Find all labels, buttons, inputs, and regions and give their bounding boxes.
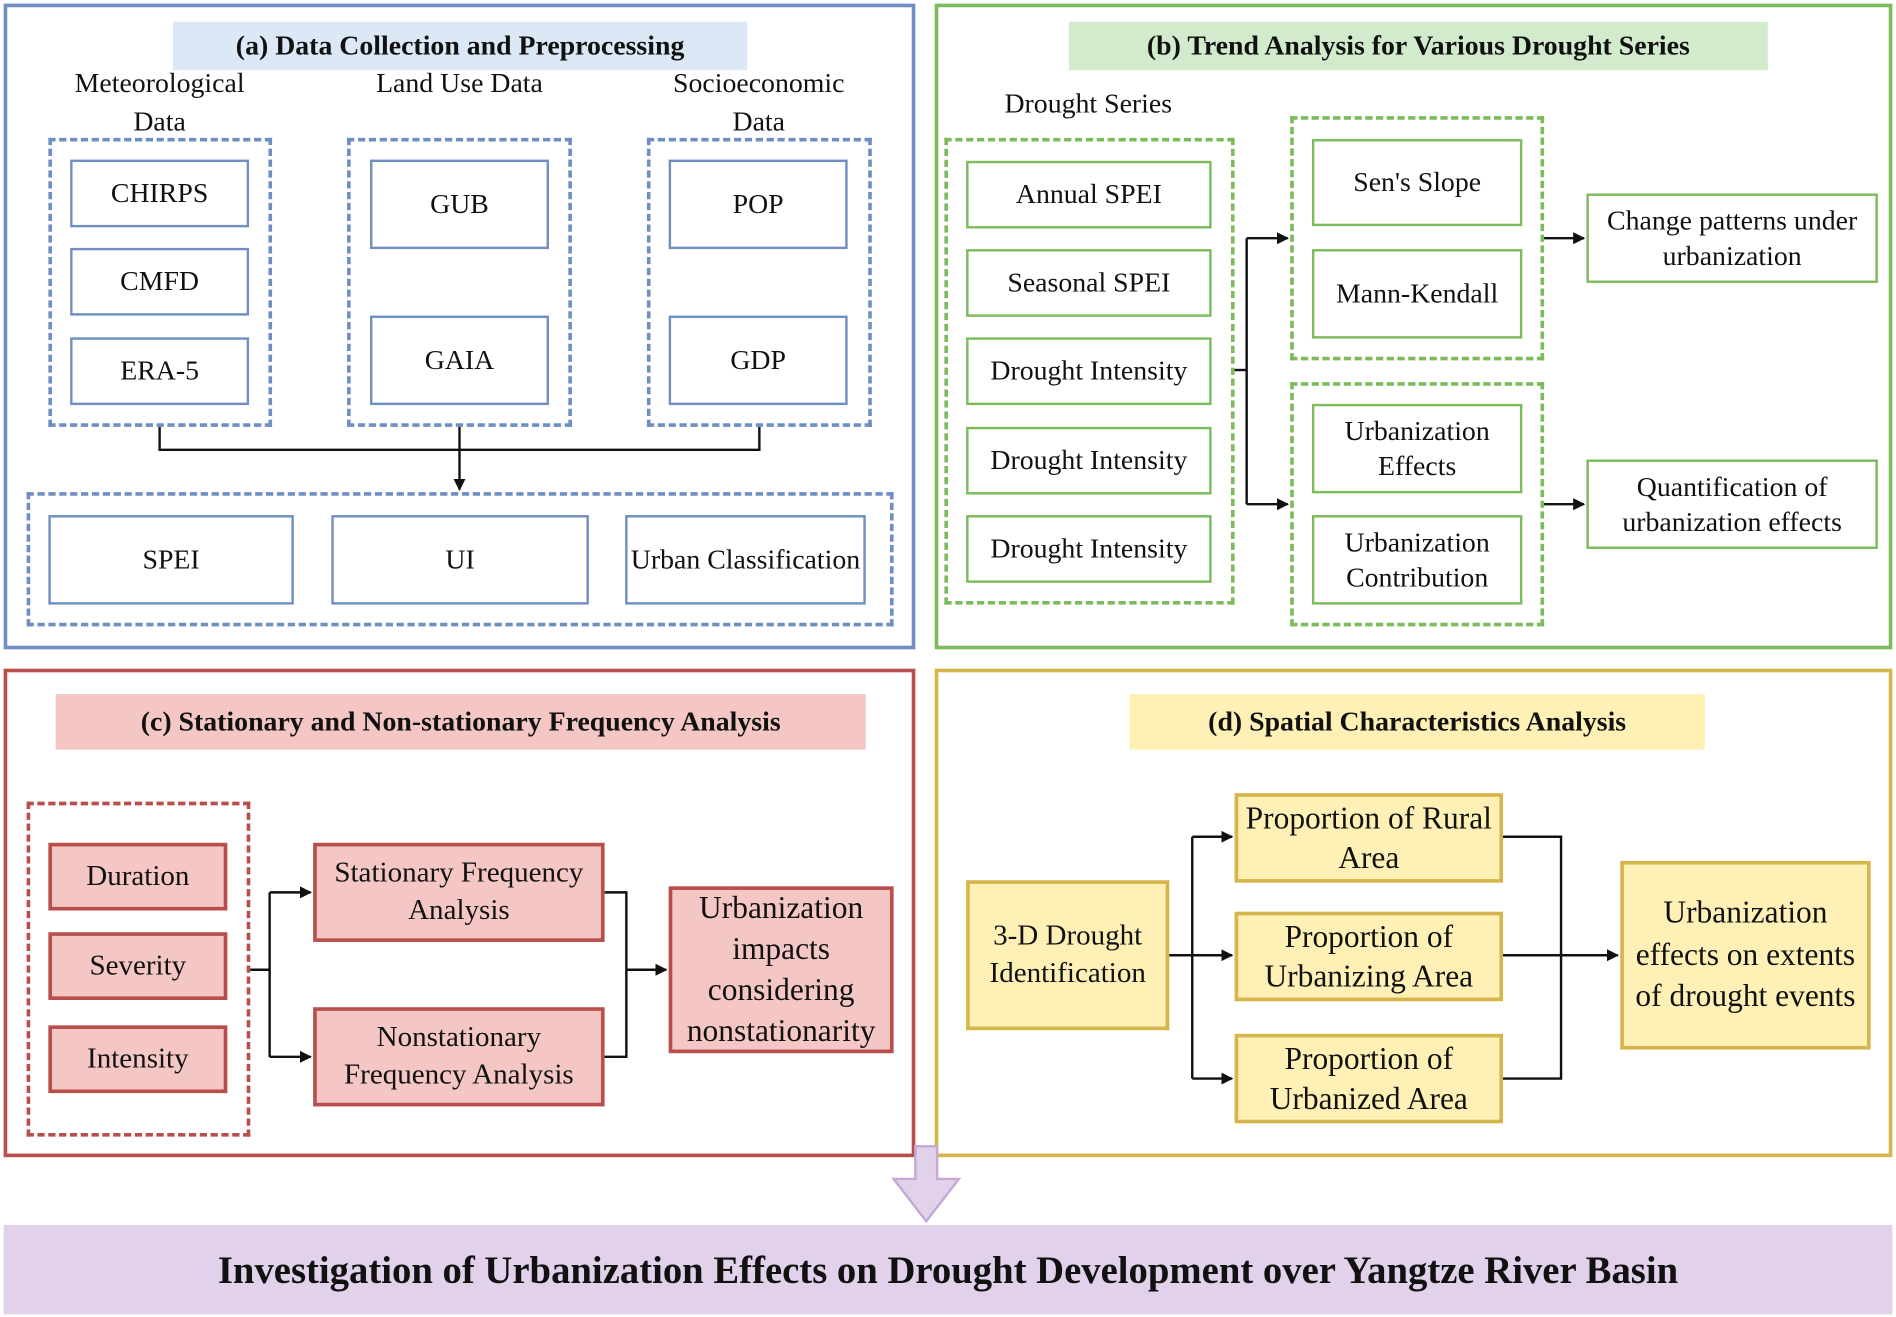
method-mann-kendall: Mann-Kendall — [1311, 249, 1523, 339]
proportion-urbanized: Proportion of Urbanized Area — [1234, 1033, 1504, 1124]
series-seasonal-spei: Seasonal SPEI — [966, 249, 1212, 317]
proportion-rural: Proportion of Rural Area — [1234, 793, 1504, 883]
group-drought-series — [944, 137, 1235, 605]
group-characteristics — [26, 801, 251, 1137]
panel-b-title: (b) Trend Analysis for Various Drought S… — [1068, 21, 1768, 71]
data-cmfd: CMFD — [70, 247, 250, 316]
data-era5: ERA-5 — [70, 337, 250, 406]
analysis-nonstationary: Nonstationary Frequency Analysis — [313, 1007, 605, 1107]
group-socioeconomic — [646, 137, 872, 427]
group-meteorological — [48, 137, 273, 427]
data-gdp: GDP — [668, 315, 848, 406]
drought-series-label: Drought Series — [1004, 88, 1173, 119]
data-chirps: CHIRPS — [70, 159, 250, 228]
input-3d-drought: 3-D Drought Identification — [966, 880, 1170, 1031]
data-gaia: GAIA — [370, 315, 549, 406]
data-pop: POP — [668, 159, 848, 250]
final-title: Investigation of Urbanization Effects on… — [3, 1224, 1893, 1315]
data-gub: GUB — [370, 159, 549, 250]
method-sens-slope: Sen's Slope — [1311, 139, 1523, 227]
result-extents: Urbanization effects on extents of droug… — [1620, 860, 1871, 1050]
result-nonstationarity: Urbanization impacts considering nonstat… — [668, 886, 894, 1054]
output-ui: UI — [331, 515, 589, 605]
group-label-land-use: Land Use Data — [376, 67, 543, 98]
group-urbanization-methods — [1290, 382, 1545, 627]
series-annual-spei: Annual SPEI — [966, 160, 1212, 229]
panel-d — [934, 668, 1893, 1158]
output-spei: SPEI — [48, 515, 294, 605]
char-severity: Severity — [48, 932, 228, 1000]
panel-a-title: (a) Data Collection and Preprocessing — [172, 21, 748, 71]
char-intensity: Intensity — [48, 1025, 228, 1094]
method-urbanization-effects: Urbanization Effects — [1311, 403, 1523, 494]
group-land-use — [347, 137, 572, 427]
panel-d-title: (d) Spatial Characteristics Analysis — [1129, 694, 1705, 750]
group-outputs — [26, 492, 894, 627]
method-urbanization-contribution: Urbanization Contribution — [1311, 515, 1523, 605]
analysis-stationary: Stationary Frequency Analysis — [313, 842, 605, 942]
series-drought-intensity-3: Drought Intensity — [966, 515, 1212, 583]
result-change-patterns: Change patterns under urbanization — [1586, 193, 1878, 283]
panel-b — [934, 3, 1893, 650]
series-drought-intensity-2: Drought Intensity — [966, 426, 1212, 495]
series-drought-intensity-1: Drought Intensity — [966, 337, 1212, 406]
group-trend-methods — [1290, 116, 1545, 361]
output-urban-classification: Urban Classification — [625, 515, 866, 605]
char-duration: Duration — [48, 842, 228, 911]
result-quantification: Quantification of urbanization effects — [1586, 459, 1878, 549]
panel-c — [3, 668, 916, 1158]
group-label-socioeconomic: Socioeconomic Data — [673, 67, 845, 137]
panel-c-title: (c) Stationary and Non-stationary Freque… — [55, 694, 866, 750]
proportion-urbanizing: Proportion of Urbanizing Area — [1234, 911, 1504, 1002]
group-label-meteorological: Meteorological Data — [74, 67, 245, 137]
panel-a — [3, 3, 916, 650]
